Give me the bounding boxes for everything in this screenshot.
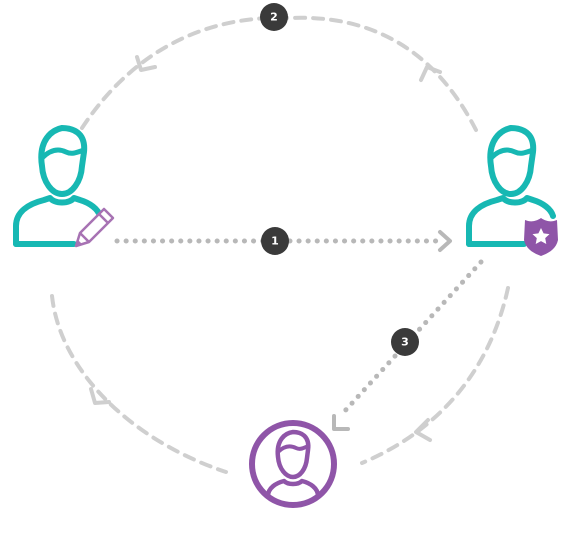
arrowhead-step-1: [438, 230, 452, 252]
step-badge-3: 3: [391, 328, 419, 356]
step-badge-2: 2: [260, 3, 288, 31]
arc-lower-left-author-to-recipient: [50, 294, 228, 474]
admin-user-icon: [466, 125, 556, 247]
pencil-icon: [74, 207, 115, 248]
author-user-icon: [13, 125, 103, 247]
arrowhead-top-right: [419, 65, 442, 82]
step-badge-3-label: 3: [401, 336, 409, 349]
step-badge-1: 1: [261, 227, 289, 255]
shield-star-icon: [524, 218, 558, 256]
step-badge-2-label: 2: [270, 11, 278, 24]
arrowhead-lower-right: [414, 418, 432, 442]
arrowhead-lower-left: [89, 387, 111, 405]
arrowhead-top-left: [135, 55, 157, 72]
arc-lower-right-admin-to-recipient: [360, 286, 510, 465]
recipient-user-icon: [249, 420, 337, 508]
step-badge-1-label: 1: [271, 235, 279, 248]
arrowhead-step-3: [332, 414, 350, 431]
arc-top-admin-to-author: [80, 15, 478, 132]
